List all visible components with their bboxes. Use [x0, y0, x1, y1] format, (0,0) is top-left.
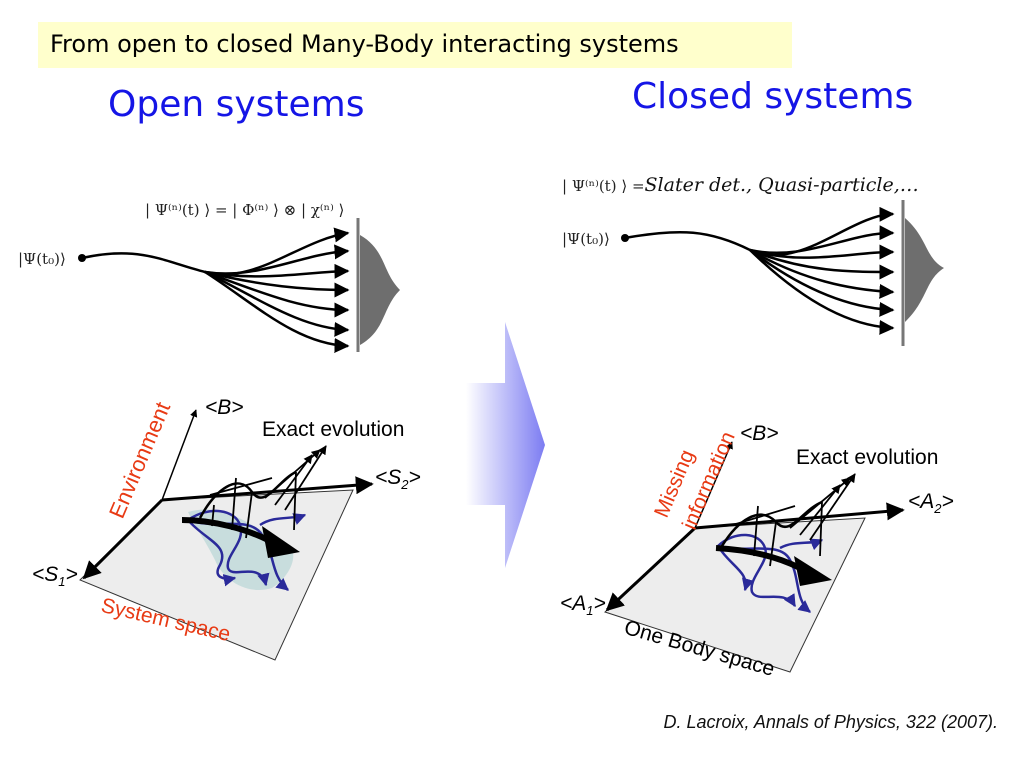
closed-initial-state: |Ψ(t₀)⟩	[562, 230, 610, 248]
transition-arrow	[466, 322, 545, 568]
open-exact-evolution-label: Exact evolution	[262, 418, 405, 441]
closed-systems-heading: Closed systems	[632, 76, 914, 117]
open-system-space	[79, 409, 374, 661]
closed-trajectory-fan	[621, 200, 944, 346]
closed-a2-axis-label: <A2>	[908, 490, 954, 517]
closed-a1-axis-label: <A1>	[560, 592, 606, 619]
title-banner	[38, 22, 792, 68]
open-b-axis-label: <B>	[205, 396, 244, 419]
closed-one-body-space	[604, 441, 905, 673]
closed-exact-evolution-label: Exact evolution	[796, 446, 939, 469]
open-s2-axis-label: <S2>	[375, 466, 421, 493]
closed-b-axis-label: <B>	[740, 422, 779, 445]
open-state-equation: | Ψ⁽ⁿ⁾(t) ⟩ = | Φ⁽ⁿ⁾ ⟩ ⊗ | χ⁽ⁿ⁾ ⟩	[145, 201, 345, 219]
open-systems-heading: Open systems	[108, 84, 365, 125]
closed-state-equation: | Ψ⁽ⁿ⁾(t) ⟩ =Slater det., Quasi-particle…	[562, 174, 919, 196]
open-s1-axis-label: <S1>	[32, 563, 78, 590]
closed-state-equation-lhs: | Ψ⁽ⁿ⁾(t) ⟩ =	[562, 177, 645, 195]
closed-state-equation-rhs: Slater det., Quasi-particle,…	[644, 174, 919, 196]
citation: D. Lacroix, Annals of Physics, 322 (2007…	[663, 712, 999, 732]
slide-title: From open to closed Many-Body interactin…	[50, 30, 679, 58]
open-initial-state: |Ψ(t₀)⟩	[18, 250, 66, 268]
open-trajectory-fan	[78, 218, 400, 353]
